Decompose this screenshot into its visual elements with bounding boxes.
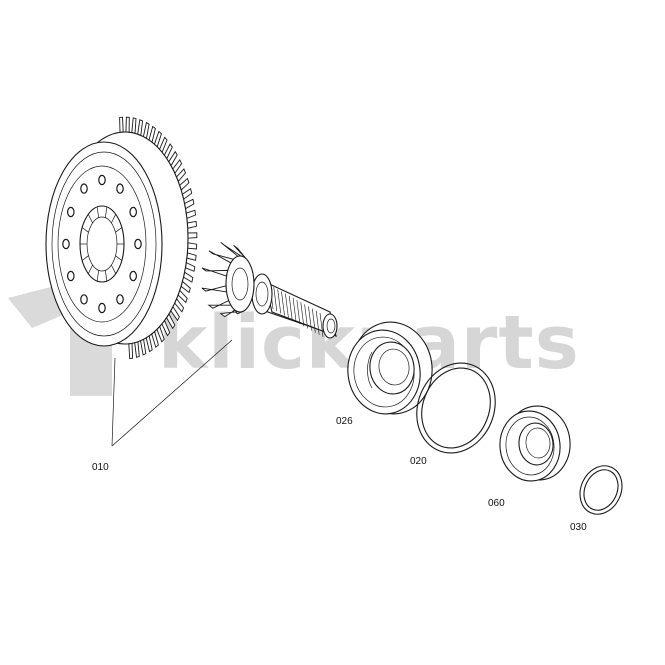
bolt-hole	[98, 302, 106, 314]
bore-spline	[96, 206, 100, 218]
leader-line-010-shaft	[111, 339, 233, 447]
bolt-hole	[116, 183, 124, 194]
bore-spline	[81, 227, 89, 233]
shaft-spline	[273, 287, 278, 312]
snap-ring-030	[579, 465, 623, 515]
pinion-tooth	[201, 267, 229, 277]
pinion-tooth	[208, 250, 235, 264]
gear-tooth	[142, 121, 150, 139]
bolt-hole	[129, 206, 138, 218]
pinion-shaft	[201, 242, 338, 339]
gear-tooth	[137, 119, 144, 137]
bolt-hole	[67, 206, 75, 218]
bore-spline	[81, 255, 89, 261]
bore-spline	[115, 255, 123, 261]
bearing-026	[347, 321, 433, 415]
gear-tooth	[134, 341, 140, 358]
shaft-spline	[292, 297, 297, 322]
crown-wheel	[45, 116, 198, 360]
bore-spline	[111, 214, 117, 224]
bearing-060	[499, 405, 571, 482]
shaft-spline	[319, 312, 324, 338]
gear-tooth	[119, 116, 124, 133]
bore-spline	[104, 270, 108, 282]
shaft-spline	[300, 302, 305, 327]
leader-lines	[111, 339, 233, 447]
shaft-splines	[269, 284, 324, 338]
shaft-spline	[312, 308, 316, 333]
gear-tooth	[145, 335, 153, 353]
shaft-spline	[304, 304, 308, 329]
part-labels: 010 026 020 060 030	[92, 416, 587, 533]
shaft-spline	[285, 293, 289, 318]
gear-tooth	[186, 252, 197, 261]
gear-tooth	[139, 338, 147, 356]
bore-spline	[111, 264, 117, 274]
shaft-spline	[288, 295, 293, 320]
part-label-026: 026	[336, 416, 353, 427]
shaft-spline	[308, 306, 312, 331]
gear-tooth	[185, 261, 196, 272]
gear-tooth	[185, 209, 196, 220]
bore-spline	[96, 270, 100, 282]
bolt-hole	[98, 174, 106, 186]
pinion-tooth	[201, 285, 228, 293]
shaft-spline	[315, 310, 320, 335]
bolt-hole	[80, 294, 88, 305]
bore-spline	[104, 206, 108, 218]
crown-wheel-bolt-holes	[62, 174, 142, 314]
gear-tooth	[128, 342, 134, 360]
ring-020	[416, 362, 496, 454]
gear-tooth	[186, 220, 197, 229]
part-label-020: 020	[410, 456, 427, 467]
bolt-hole	[62, 238, 70, 250]
bolt-hole	[80, 183, 88, 194]
gear-tooth	[148, 125, 156, 143]
gear-tooth	[131, 117, 137, 134]
part-label-060: 060	[488, 498, 505, 509]
bore-spline	[115, 227, 123, 233]
part-label-030: 030	[570, 522, 587, 533]
gear-tooth	[187, 242, 198, 250]
bolt-hole	[67, 270, 75, 282]
leader-line-010-wheel	[111, 357, 116, 447]
bolt-hole	[116, 294, 124, 305]
bore-spline	[87, 264, 93, 274]
bore-spline	[87, 214, 93, 224]
gear-tooth	[125, 116, 130, 133]
shaft-spline	[296, 300, 301, 325]
shaft-spline	[281, 291, 285, 316]
bolt-hole	[134, 238, 142, 250]
gear-tooth	[187, 232, 198, 239]
shaft-spline	[277, 289, 281, 314]
part-label-010: 010	[92, 462, 109, 473]
bolt-hole	[129, 270, 138, 282]
crown-wheel-bore-splines	[80, 206, 124, 282]
